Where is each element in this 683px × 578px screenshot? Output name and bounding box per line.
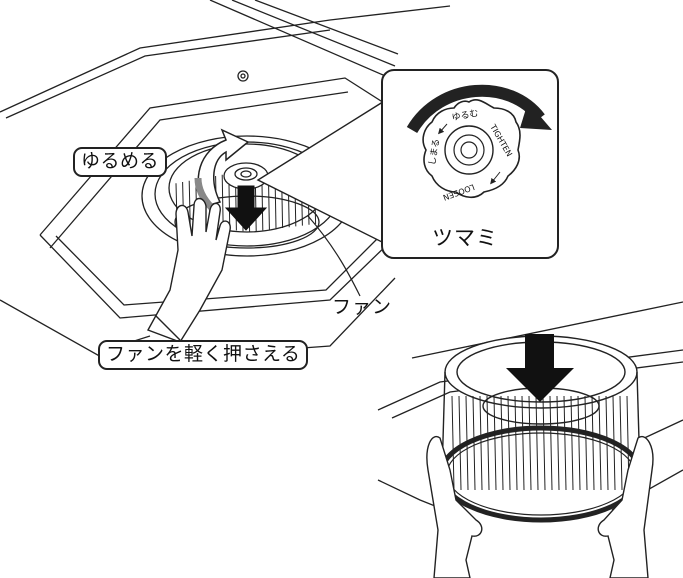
fan-blade xyxy=(536,396,538,490)
press-down-arrow-upper xyxy=(226,186,266,230)
fan-label: ファン xyxy=(332,292,392,319)
fan-blade xyxy=(564,396,566,490)
fan-knob-upper xyxy=(224,163,268,189)
gloved-hand-upper xyxy=(148,199,230,343)
fan-blade xyxy=(543,396,545,490)
fan-blade xyxy=(501,396,503,490)
fan-blade xyxy=(487,396,489,490)
fan-blade xyxy=(557,396,559,490)
press-fan-label: ファンを軽く押さえる xyxy=(98,340,308,370)
fan-blade xyxy=(550,396,552,490)
fan-blade xyxy=(494,396,496,490)
fan-blade xyxy=(592,396,594,490)
fan-blade xyxy=(606,396,608,490)
fan-blade xyxy=(620,396,622,490)
knob-label: ツマミ xyxy=(432,222,498,252)
fan-blade xyxy=(473,396,475,490)
fan-blade xyxy=(529,396,531,490)
fan-blade xyxy=(599,396,601,490)
fan-blade xyxy=(515,396,517,490)
fan-blade xyxy=(459,396,461,490)
fan-blade xyxy=(522,396,524,490)
fan-blade xyxy=(578,396,580,490)
fan-blade xyxy=(452,396,454,490)
fan-blade xyxy=(508,396,510,490)
fan-blade xyxy=(585,396,587,490)
loosen-label: ゆるめる xyxy=(73,147,167,177)
fan-blade xyxy=(222,175,223,229)
fan-blade xyxy=(571,396,573,490)
